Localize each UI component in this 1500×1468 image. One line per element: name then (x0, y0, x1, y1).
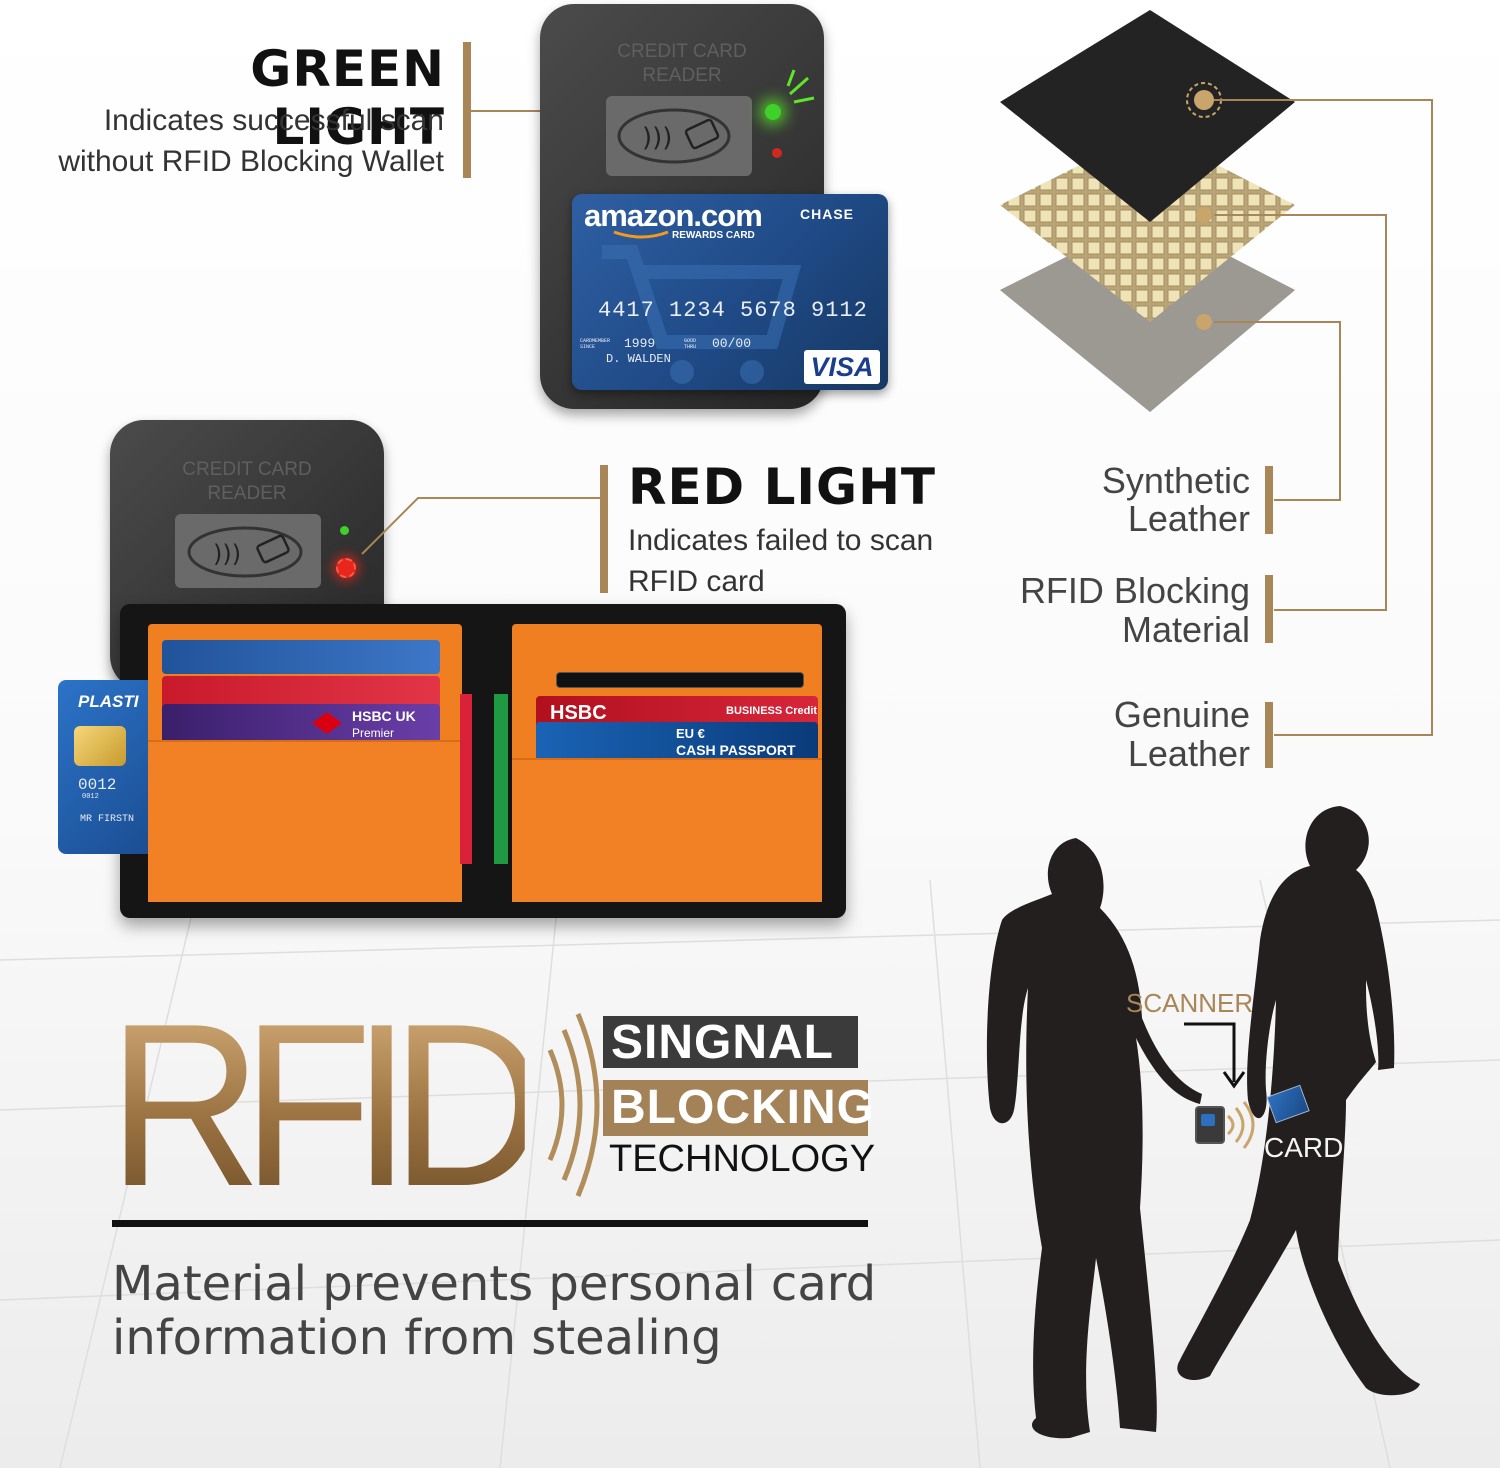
hsbc-premier-card: HSBC UK Premier (162, 704, 440, 744)
reader-title-line1: CREDIT CARD (617, 41, 747, 62)
left-pocket (148, 740, 462, 902)
banner-word2: BLOCKING (603, 1080, 874, 1136)
amazon-credit-card: amazon.com REWARDS CARD CHASE 4417 1234 … (572, 194, 888, 390)
card-issuer: CHASE (800, 206, 855, 222)
amazon-smile-icon (613, 230, 669, 239)
reader-window-bottom: ))) (175, 514, 321, 588)
banner-underline (112, 1220, 868, 1227)
green-light-line2: without RFID Blocking Wallet (58, 145, 444, 178)
cart-icon (602, 245, 802, 384)
contactless-icon: ))) (617, 108, 731, 164)
green-light-line1: Indicates successful scan (103, 104, 444, 137)
layer-2-bar (1265, 575, 1273, 643)
tagline-line1: Material prevents personal card (112, 1256, 877, 1312)
card-good-thru-label: GOOD THRU (684, 338, 697, 350)
layer-1-line2: Leather (1127, 498, 1250, 539)
reader2-title-line1: CREDIT CARD (182, 459, 312, 480)
hsbc-logo-icon (312, 712, 342, 734)
hsbc-premier-label: Premier (352, 726, 395, 740)
scanner-arrow-icon (1184, 1022, 1246, 1089)
plastic-card-number: 0012 (78, 776, 117, 794)
svg-text:))): ))) (213, 540, 241, 568)
zipper (556, 672, 804, 688)
banner-word3: TECHNOLOGY (609, 1138, 876, 1180)
handheld-scanner-icon (1195, 1106, 1225, 1144)
layer-3-bar (1265, 702, 1273, 768)
red-led-off-icon (772, 148, 782, 158)
green-led-off-icon (340, 526, 349, 535)
green-led-icon (765, 104, 781, 120)
thief-silhouette (986, 838, 1202, 1439)
card-slot-card-1 (162, 640, 440, 674)
reader-title-line2: READER (642, 65, 722, 86)
layer-1-bar (1265, 466, 1273, 534)
layer-leader-lines (1214, 99, 1433, 736)
card-network: VISA (804, 350, 880, 384)
green-glow-icon (786, 69, 815, 104)
scanner-waves-icon (1226, 1101, 1255, 1149)
plastic-card-name: MR FIRSTN (80, 814, 135, 825)
synthetic-leather-layer (1000, 10, 1295, 222)
rfid-big-text: RFID (108, 976, 545, 1235)
card-holder: D. WALDEN (606, 352, 671, 366)
cash-passport-card: EU € CASH PASSPORT (536, 722, 818, 762)
signal-waves-icon (547, 1013, 600, 1197)
chip-icon (74, 726, 126, 766)
cards-label: CARDS (1264, 1132, 1363, 1163)
wallet-spine-cards (460, 694, 472, 864)
hsbc-business-logo: HSBC (550, 702, 607, 724)
layer-2-line2: Material (1121, 609, 1250, 650)
wallet: HSBC UK Premier HSBC BUSINESS Credit EU … (120, 604, 846, 918)
red-led-icon (336, 558, 356, 578)
scanner-label: SCANNER (1126, 988, 1254, 1018)
tagline-line2: information from stealing (112, 1310, 722, 1366)
plastic-card-label: PLASTI (78, 692, 139, 711)
contactless-icon-2: ))) (187, 526, 303, 578)
card-number: 4417 1234 5678 9112 (598, 298, 868, 323)
red-light-bar (600, 465, 608, 593)
red-light-line2: RFID card (628, 565, 765, 598)
wallet-spine-green (494, 694, 508, 864)
reader-window-top: ))) (606, 96, 752, 176)
layer-3-line1: Genuine (1113, 694, 1250, 735)
layer-3-line2: Leather (1127, 733, 1250, 774)
plastic-card: PLASTI 0012 0012 MR FIRSTN (58, 680, 148, 854)
card-brand: amazon.com (584, 198, 763, 233)
layer-2-line1: RFID Blocking (1019, 570, 1250, 611)
red-light-pointer (360, 496, 600, 556)
svg-text:))): ))) (642, 123, 672, 153)
plastic-card-number-small: 0012 (82, 793, 99, 801)
business-credit-label: BUSINESS Credit (726, 705, 818, 717)
banner-word1: SINGNAL (603, 1016, 858, 1069)
green-light-bar (463, 42, 471, 178)
red-light-line1: Indicates failed to scan (628, 524, 934, 557)
rfid-blocking-layer (1000, 130, 1295, 322)
card-good-thru: 00/00 (712, 336, 752, 351)
reader2-title-line2: READER (207, 483, 287, 504)
red-light-heading: RED LIGHT (628, 458, 937, 516)
layer-1-line1: Synthetic (1101, 460, 1250, 501)
cash-passport-line2: CASH PASSPORT (676, 742, 796, 758)
right-pocket (512, 758, 822, 902)
cash-passport-line1: EU € (676, 726, 705, 741)
green-light-heading: GREEN LIGHT (250, 40, 445, 156)
material-layers (1000, 10, 1295, 412)
card-subtitle: REWARDS CARD (672, 230, 755, 241)
card-member-since-label: CARDMEMBER SINCE (580, 338, 611, 350)
hsbc-uk-label: HSBC UK (352, 708, 416, 724)
card-member-since: 1999 (624, 336, 656, 351)
